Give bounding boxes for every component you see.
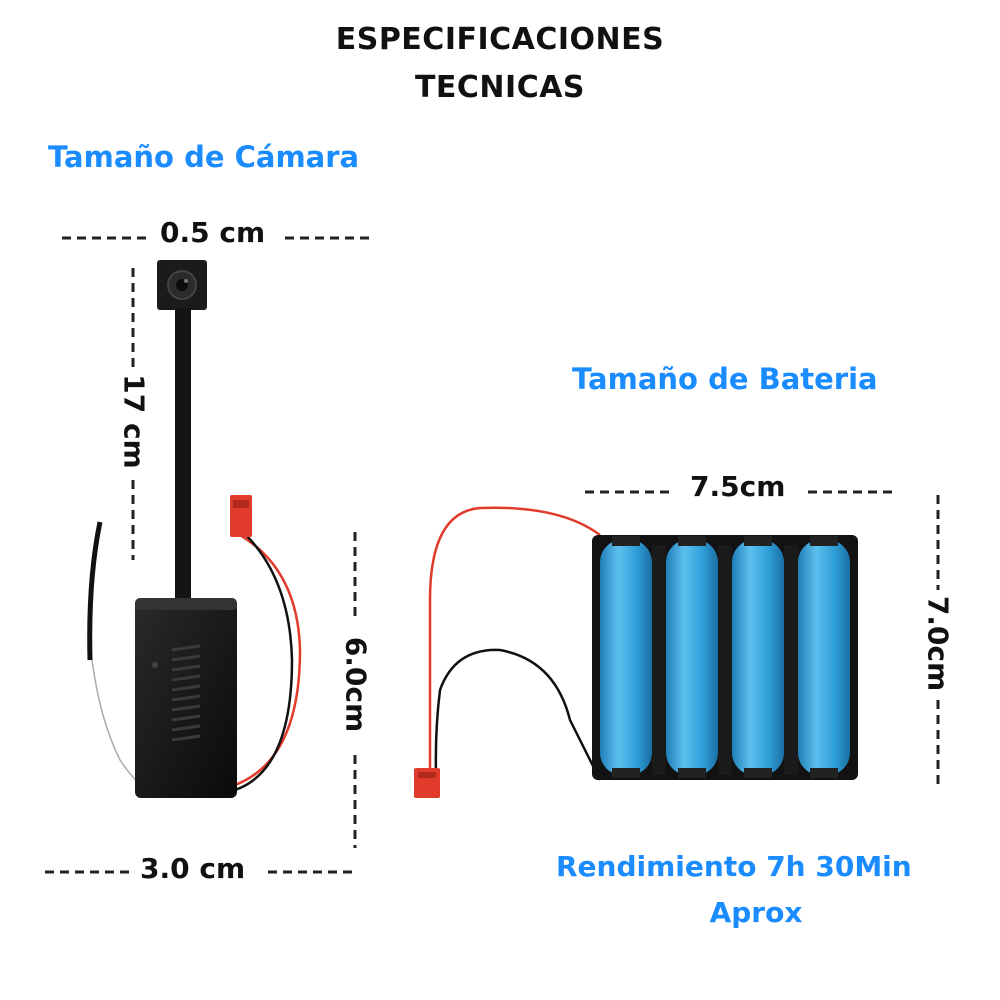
battery-holder [592,535,858,780]
camera-module-width-label: 3.0 cm [140,852,246,885]
camera-power-wires [230,495,302,792]
battery-performance-line2: Aprox [709,896,803,929]
camera-width-top-label: 0.5 cm [160,216,266,249]
camera-dimension-lines [45,236,375,874]
camera-size-heading: Tamaño de Cámara [48,140,360,174]
battery-dimension-lines [585,490,940,790]
camera-module-height-label: 6.0cm [339,636,373,733]
battery-performance-line1: Rendimiento 7h 30Min [556,850,912,883]
battery-wires [414,506,602,798]
battery-cell [798,540,850,775]
battery-cell [732,540,784,775]
battery-width-label: 7.5cm [690,470,786,503]
camera-module-box [135,598,237,798]
camera-ribbon-cable [175,308,191,600]
battery-cell [600,540,652,775]
camera-lens-head [157,260,207,310]
camera-cable-length-label: 17 cm [117,374,151,469]
battery-size-heading: Tamaño de Bateria [572,362,878,396]
battery-cell [666,540,718,775]
battery-height-label: 7.0cm [921,595,955,692]
page-title-line2: TECNICAS [414,70,586,105]
page-title-line1: ESPECIFICACIONES [335,22,665,57]
